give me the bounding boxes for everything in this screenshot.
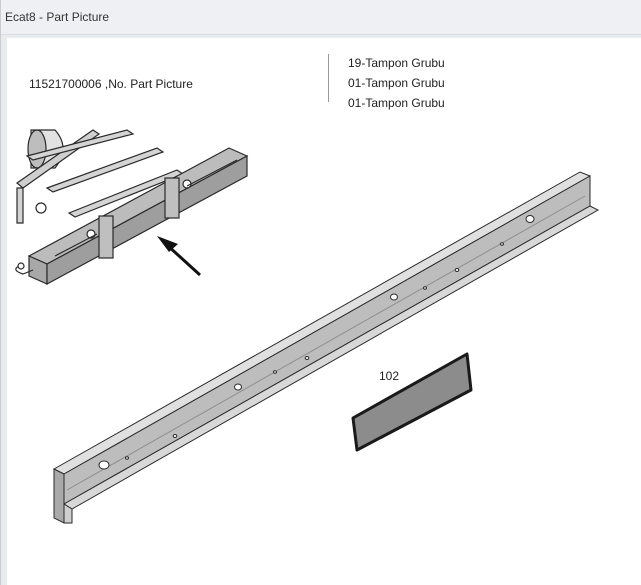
chassis-rail-icon	[52, 171, 600, 524]
group-item: 19-Tampon Grubu	[348, 56, 445, 70]
title-bar[interactable]: Ecat8 - Part Picture	[1, 0, 641, 35]
tampon-plate-icon	[351, 352, 473, 452]
chassis-overview-icon	[15, 129, 249, 286]
part-picture-title: 11521700006 ,No. Part Picture	[29, 77, 193, 91]
part-number-label[interactable]: 102	[379, 369, 400, 383]
group-list: 19-Tampon Grubu 01-Tampon Grubu 01-Tampo…	[348, 56, 445, 116]
arrow-icon	[157, 236, 202, 277]
group-item: 01-Tampon Grubu	[348, 96, 445, 110]
part-drawing	[15, 129, 600, 524]
window-title: Ecat8 - Part Picture	[5, 10, 110, 24]
content-area: 11521700006 ,No. Part Picture 19-Tampon …	[7, 38, 641, 585]
header-divider	[328, 54, 329, 102]
group-item: 01-Tampon Grubu	[348, 76, 445, 90]
